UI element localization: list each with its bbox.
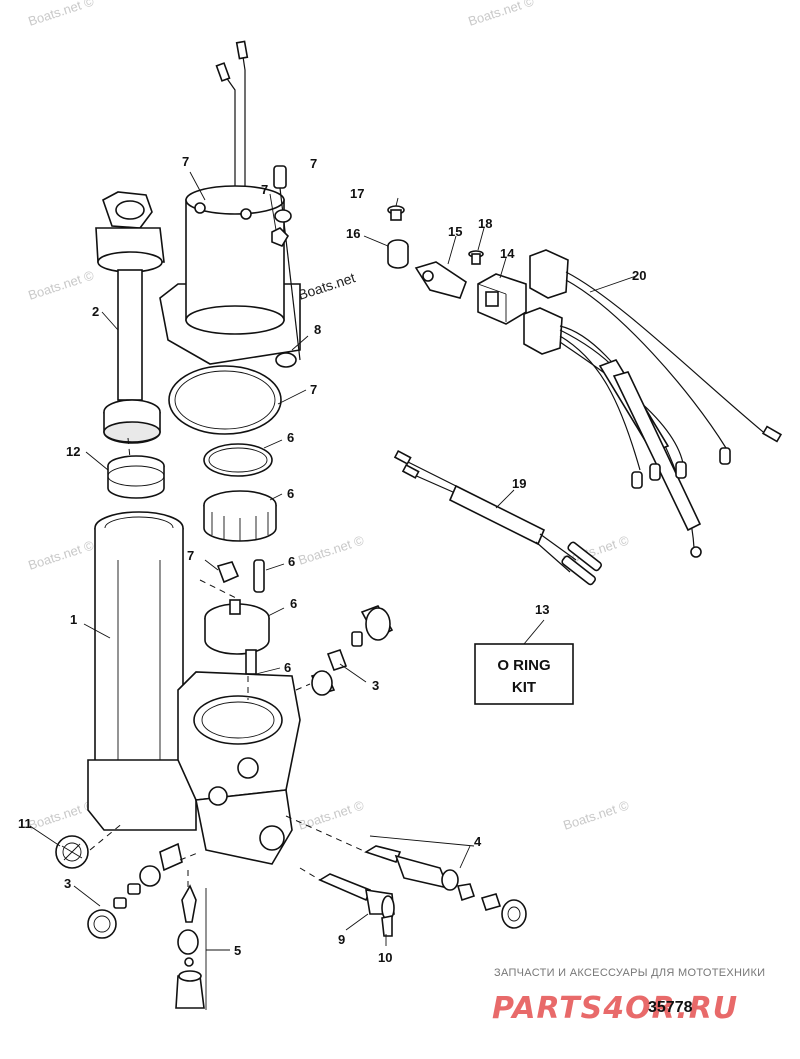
manual-release-valve [318, 845, 527, 937]
seal-ring [107, 455, 165, 499]
callout-14: 14 [500, 246, 515, 261]
trim-cylinder-body [87, 511, 301, 865]
callout-19: 19 [512, 476, 526, 491]
shop-logo: ЗАПЧАСТИ И АКСЕССУАРЫ ДЛЯ МОТОТЕХНИКИ PA… [492, 967, 765, 1026]
callout-18: 18 [478, 216, 492, 231]
callout-15: 15 [448, 224, 462, 239]
watermark-mid: Boats.net [296, 269, 357, 303]
callout-7: 7 [187, 548, 194, 563]
callout-16: 16 [346, 226, 360, 241]
kit-label-line2: KIT [512, 679, 536, 696]
callout-7: 7 [310, 382, 317, 397]
callout-9: 9 [338, 932, 345, 947]
kit-label-line1: O RING [497, 657, 550, 674]
cable-19 [393, 449, 603, 586]
relief-valve-set-upper [310, 605, 394, 696]
watermark: Boats.net © [561, 797, 631, 832]
callout-1: 1 [70, 612, 77, 627]
o-ring-kit-box: O RING KIT [474, 643, 574, 705]
callout-6: 6 [290, 596, 297, 611]
watermark: Boats.net © [26, 537, 96, 572]
logo-tagline: ЗАПЧАСТИ И АКСЕССУАРЫ ДЛЯ МОТОТЕХНИКИ [494, 967, 765, 979]
trim-cylinder-rod [95, 191, 165, 444]
check-valves [216, 559, 265, 593]
logo-name: PARTS4OR.RU [492, 991, 738, 1026]
callout-7: 7 [310, 156, 317, 171]
screw-17 [387, 205, 405, 221]
callout-17: 17 [350, 186, 364, 201]
motor-o-ring [168, 365, 282, 435]
callout-20: 20 [632, 268, 646, 283]
callout-3: 3 [64, 876, 71, 891]
callout-11: 11 [18, 816, 32, 831]
callout-3: 3 [372, 678, 379, 693]
callout-2: 2 [92, 304, 99, 319]
assembly-guide-lines [89, 437, 367, 890]
callout-7: 7 [182, 154, 189, 169]
callout-5: 5 [234, 943, 241, 958]
watermark: Boats.net © [26, 0, 96, 29]
callout-7: 7 [261, 182, 268, 197]
callout-10: 10 [378, 950, 392, 965]
figure-number: 35778 [648, 999, 693, 1016]
manual-release-valve-stack [175, 884, 205, 1009]
filter-ring [203, 490, 277, 542]
callout-4: 4 [474, 834, 482, 849]
callout-8: 8 [314, 322, 321, 337]
grommet-16 [387, 239, 409, 269]
screw-18 [468, 250, 484, 265]
callout-6: 6 [287, 430, 294, 445]
callout-13: 13 [535, 602, 549, 617]
relief-valve-set-lower [87, 842, 183, 939]
callout-6: 6 [284, 660, 291, 675]
relay-14 [477, 273, 527, 325]
valve-body [204, 599, 270, 675]
watermark: Boats.net © [26, 267, 96, 302]
o-ring-small [203, 443, 273, 477]
callout-6: 6 [288, 554, 295, 569]
callouts: 7 7 7 8 7 6 6 2 12 7 6 6 6 1 3 11 3 5 4 … [18, 154, 646, 965]
trim-motor [159, 40, 301, 368]
fill-plug [55, 835, 89, 869]
watermark: Boats.net © [296, 532, 366, 567]
watermark: Boats.net © [26, 797, 96, 832]
callout-6: 6 [287, 486, 294, 501]
wiring-harness-20 [523, 249, 783, 558]
watermark: Boats.net © [296, 797, 366, 832]
bracket-15 [414, 261, 467, 299]
leader-lines [29, 168, 637, 1010]
watermark: Boats.net © [466, 0, 536, 29]
callout-12: 12 [66, 444, 80, 459]
